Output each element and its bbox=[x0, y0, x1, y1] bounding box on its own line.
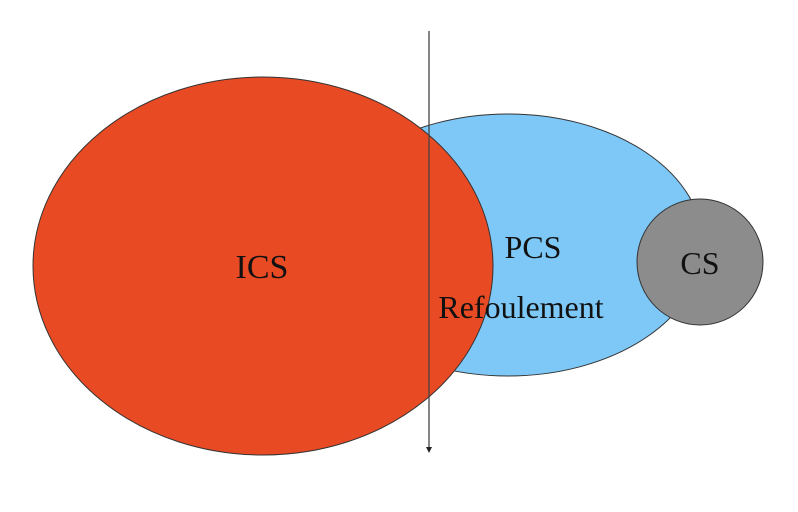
refoulement-label: Refoulement bbox=[438, 289, 603, 325]
arrowhead-icon bbox=[426, 447, 432, 453]
pcs-label: PCS bbox=[505, 229, 562, 265]
cs-label: CS bbox=[680, 245, 719, 281]
cs-circle bbox=[636, 198, 764, 326]
ics-ellipse bbox=[32, 76, 494, 456]
ics-label: ICS bbox=[236, 249, 289, 286]
